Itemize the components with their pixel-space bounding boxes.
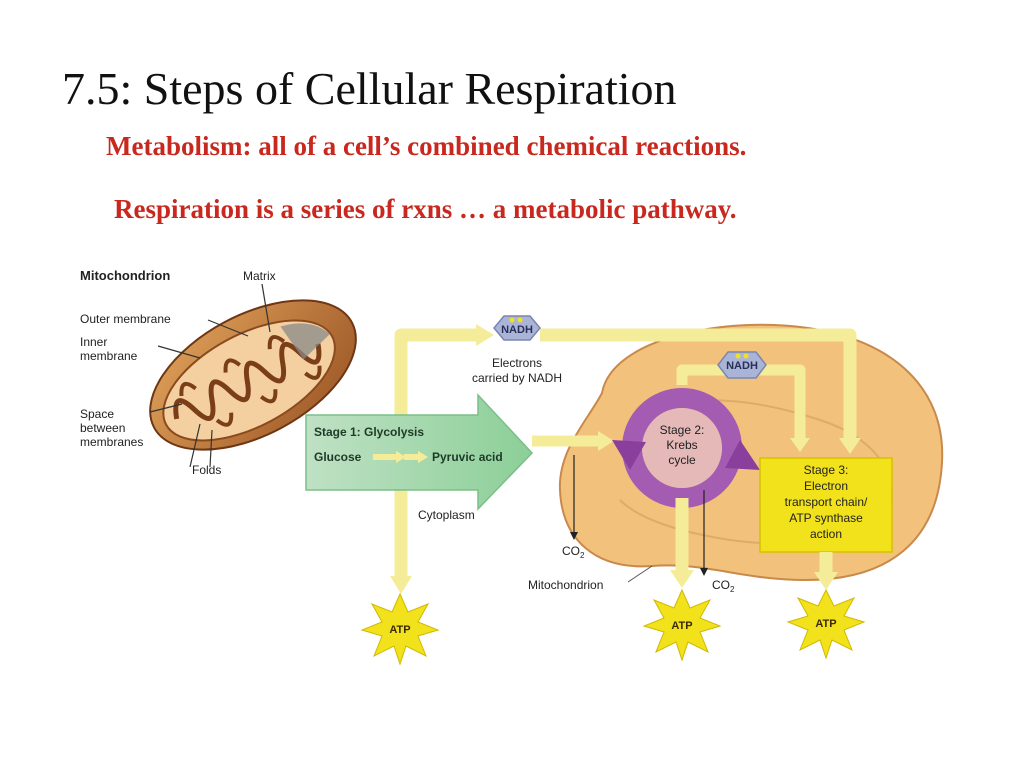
stage2-line3: cycle — [668, 453, 696, 467]
electron-flow-arrow — [394, 328, 478, 578]
stage3-line2: Electron — [804, 479, 848, 493]
atp-star-1 — [360, 592, 440, 666]
arrowhead-stage3-top — [839, 438, 861, 454]
stage1-title: Stage 1: Glycolysis — [314, 425, 424, 439]
cytoplasm-label: Cytoplasm — [418, 508, 475, 522]
krebs-arrowhead-right — [725, 440, 760, 470]
stage3-line5: action — [810, 527, 842, 541]
pathway-diagram: NADH NADH Electrons carried by NADH Stag… — [305, 315, 944, 666]
arrowhead-atp2 — [670, 570, 694, 588]
glucose-label: Glucose — [314, 450, 362, 464]
co2-label-krebs: CO2 — [712, 578, 735, 594]
atp-star-2 — [642, 588, 722, 662]
atp-label-1: ATP — [389, 624, 410, 636]
arrowhead-atp1 — [390, 576, 412, 594]
stage3-box — [759, 457, 893, 553]
label-space-line1: Space — [80, 407, 114, 421]
stage3-line1: Stage 3: — [804, 463, 849, 477]
atp-label-2: ATP — [671, 620, 692, 632]
nadh-hexagon-top — [493, 315, 541, 341]
stage3-line3: transport chain/ — [785, 495, 868, 509]
nadh-right-label: NADH — [726, 360, 758, 372]
krebs-arrowhead-left — [612, 440, 646, 470]
label-space-line3: membranes — [80, 435, 143, 449]
mitochondrion-heading: Mitochondrion — [80, 268, 170, 283]
arrowhead-to-nadh — [476, 324, 494, 346]
electrons-label-line2: carried by NADH — [472, 371, 562, 385]
co2-label-glycolysis: CO2 — [562, 544, 585, 560]
nadh-hexagon-right — [717, 351, 767, 379]
atp-label-3: ATP — [815, 618, 836, 630]
slide-title: 7.5: Steps of Cellular Respiration — [62, 63, 677, 114]
mitochondrion-illustration: Mitochondrion Matrix Outer membrane Inne… — [80, 268, 357, 477]
arrowhead-krebs-entry — [598, 431, 614, 451]
mitochondrion-label: Mitochondrion — [528, 578, 603, 592]
stage2-line1: Stage 2: — [660, 423, 705, 437]
electrons-label-line1: Electrons — [492, 356, 542, 370]
stage3-line4: ATP synthase — [789, 511, 863, 525]
label-inner-membrane-line1: Inner — [80, 335, 107, 349]
label-space-line2: between — [80, 421, 125, 435]
nadh-to-stage3-arrow — [540, 328, 857, 440]
arrowhead-stage3-inner — [790, 438, 810, 452]
label-folds: Folds — [192, 463, 221, 477]
metabolism-definition: Metabolism: all of a cell’s combined che… — [106, 131, 747, 161]
label-matrix: Matrix — [243, 269, 276, 283]
nadh-top-label: NADH — [501, 324, 533, 336]
respiration-definition: Respiration is a series of rxns … a meta… — [114, 194, 737, 224]
arrowhead-atp3 — [814, 572, 838, 590]
atp-star-3 — [786, 588, 866, 660]
label-outer-membrane: Outer membrane — [80, 312, 171, 326]
pyruvic-acid-label: Pyruvic acid — [432, 450, 503, 464]
label-inner-membrane-line2: membrane — [80, 349, 138, 363]
stage2-line2: Krebs — [666, 438, 697, 452]
